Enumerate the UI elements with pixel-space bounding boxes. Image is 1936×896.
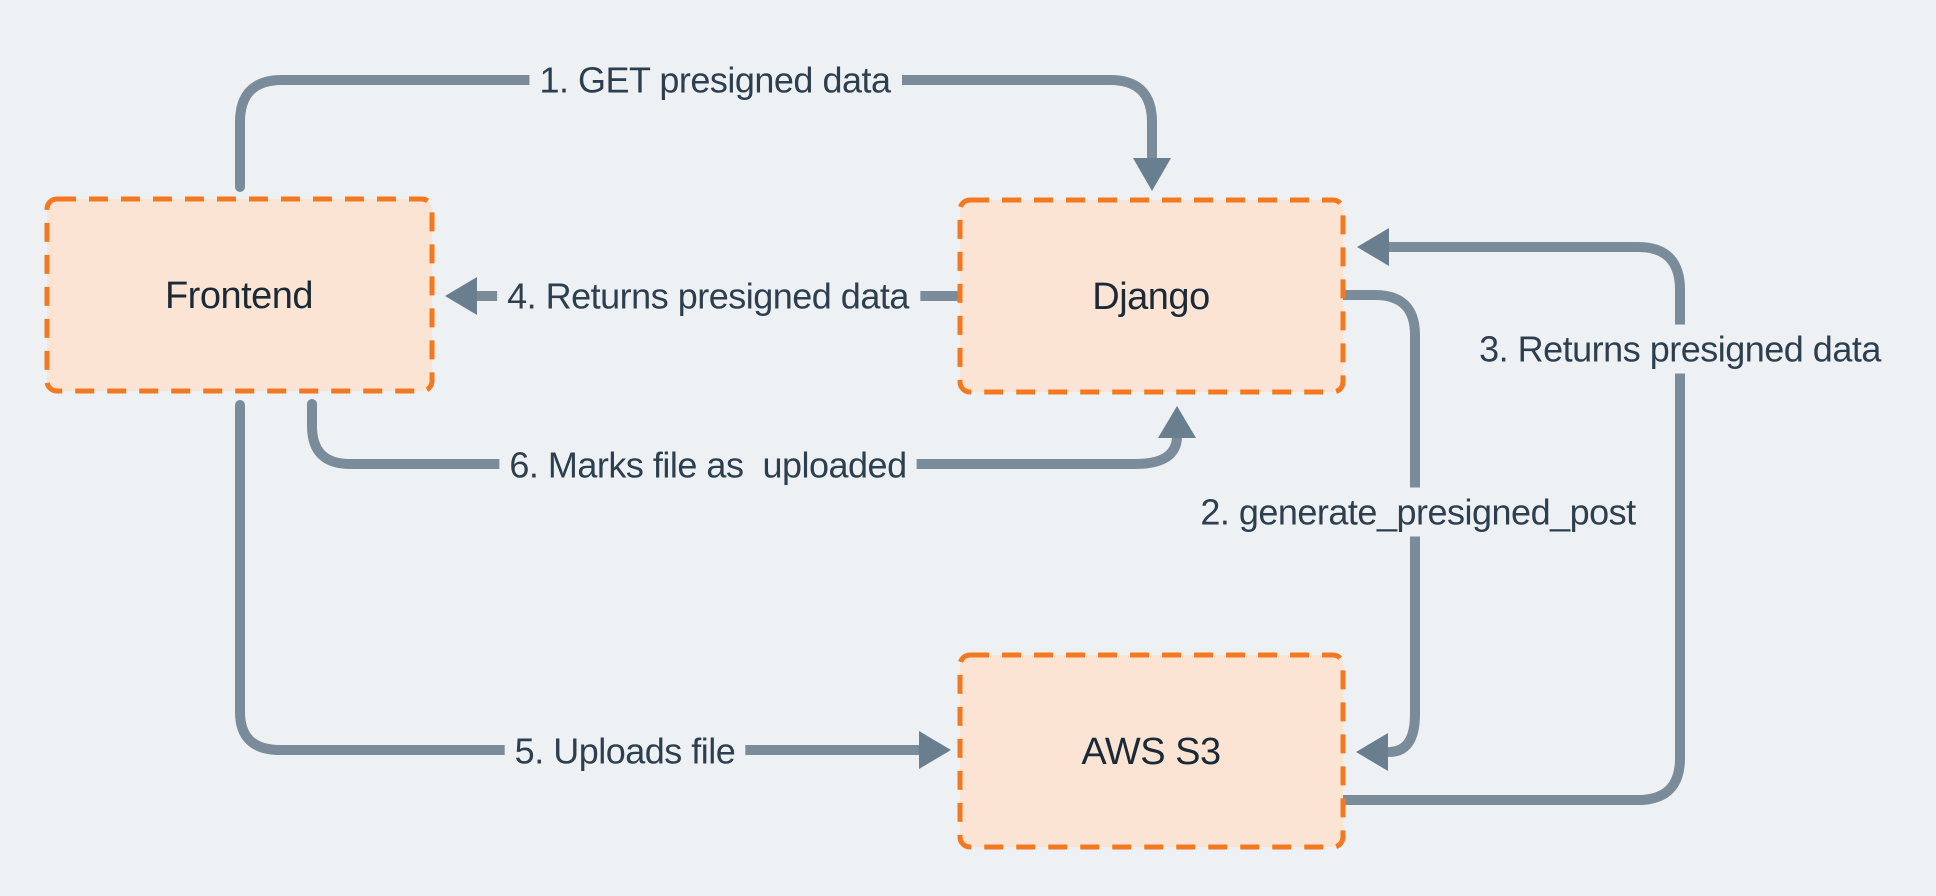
edge-uploads-file xyxy=(235,400,924,755)
arrowhead-left-into-aws-s3 xyxy=(1356,733,1388,771)
edge-label-6: 6. Marks file as uploaded xyxy=(509,445,906,486)
aws-s3-label: AWS S3 xyxy=(1081,731,1220,773)
node-aws-s3: AWS S3 xyxy=(957,652,1346,850)
arrowhead-down-into-django xyxy=(1133,158,1171,191)
node-django: Django xyxy=(957,197,1346,395)
edge-label-mask xyxy=(499,440,917,490)
arrowhead-left-into-frontend xyxy=(445,277,477,315)
frontend-label: Frontend xyxy=(165,275,313,317)
edge-marks-file-uploaded xyxy=(307,399,1182,469)
edge-generate-presigned-post xyxy=(1338,290,1420,757)
edge-returns-presigned-data-s3 xyxy=(1338,242,1685,805)
arrowhead-up-into-django xyxy=(1158,406,1196,438)
frontend-box xyxy=(44,196,435,394)
edge-label-1: 1. GET presigned data xyxy=(539,60,892,101)
edge-label-5: 5. Uploads file xyxy=(515,731,736,772)
django-box xyxy=(957,197,1346,395)
edge-label-4: 4. Returns presigned data xyxy=(507,276,910,317)
edge-label-2: 2. generate_presigned_post xyxy=(1200,492,1636,533)
node-frontend: Frontend xyxy=(44,196,435,394)
edge-label-mask xyxy=(529,55,903,105)
edge-label-mask xyxy=(1190,487,1647,537)
aws-s3-box xyxy=(957,652,1346,850)
edge-labels-layer: 1. GET presigned data 2. generate_presig… xyxy=(497,55,1893,776)
arrowhead-right-into-aws-s3 xyxy=(919,731,951,769)
edge-label-mask xyxy=(504,726,746,776)
django-label: Django xyxy=(1092,276,1209,318)
edge-label-mask xyxy=(1469,324,1893,374)
edge-label-3: 3. Returns presigned data xyxy=(1479,329,1882,370)
edge-label-mask xyxy=(497,271,921,321)
arrowhead-left-into-django xyxy=(1357,228,1389,266)
